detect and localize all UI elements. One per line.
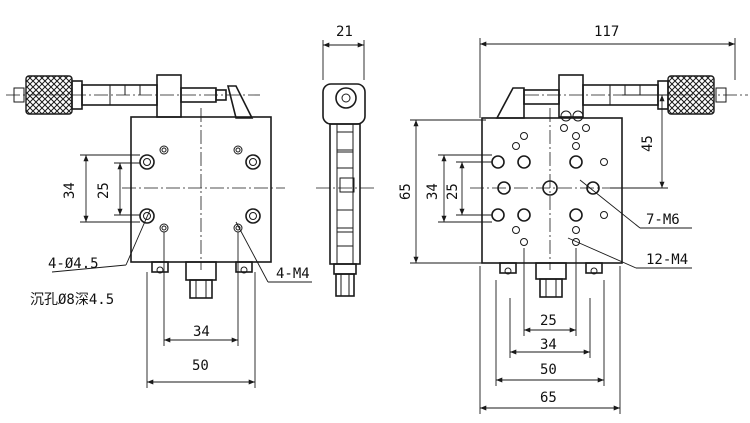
callout-counterbore-spec: 沉孔Ø8深4.5 bbox=[30, 292, 114, 308]
right-dim-34-vertical: 34 bbox=[425, 183, 441, 200]
left-dim-34-horizontal: 34 bbox=[193, 324, 210, 340]
right-dim-25-vertical: 25 bbox=[445, 183, 461, 200]
left-dim-50: 50 bbox=[192, 358, 209, 374]
right-body bbox=[481, 117, 623, 264]
left-dim-34-vertical: 34 bbox=[62, 182, 78, 199]
right-view: 117 bbox=[398, 24, 748, 414]
right-dim-45: 45 bbox=[640, 135, 656, 152]
right-micrometer bbox=[495, 74, 748, 119]
right-dim-50-horizontal: 50 bbox=[540, 362, 557, 378]
right-dim-25-horizontal: 25 bbox=[540, 313, 557, 329]
left-view: 34 25 34 50 4-Ø4.5 沉孔Ø8深4.5 4-M4 bbox=[6, 74, 312, 388]
right-dim-117: 117 bbox=[594, 24, 619, 40]
right-dim-65-horizontal: 65 bbox=[540, 390, 557, 406]
left-dim-25-vertical: 25 bbox=[96, 182, 112, 199]
right-m6-holes bbox=[491, 155, 600, 222]
right-dim-65-vertical: 65 bbox=[398, 183, 414, 200]
left-counterbore-holes bbox=[139, 154, 261, 224]
callout-counterbore-holes: 4-Ø4.5 bbox=[48, 256, 99, 272]
callout-tapped-m6: 7-M6 bbox=[646, 212, 680, 228]
right-m4-holes bbox=[512, 124, 608, 246]
side-view: 21 bbox=[316, 24, 375, 297]
callout-tapped-m4: 12-M4 bbox=[646, 252, 688, 268]
left-micrometer bbox=[6, 74, 260, 119]
right-dim-34-horizontal: 34 bbox=[540, 337, 557, 353]
callout-tapped-holes-left: 4-M4 bbox=[276, 266, 310, 282]
side-dim-21: 21 bbox=[336, 24, 353, 40]
